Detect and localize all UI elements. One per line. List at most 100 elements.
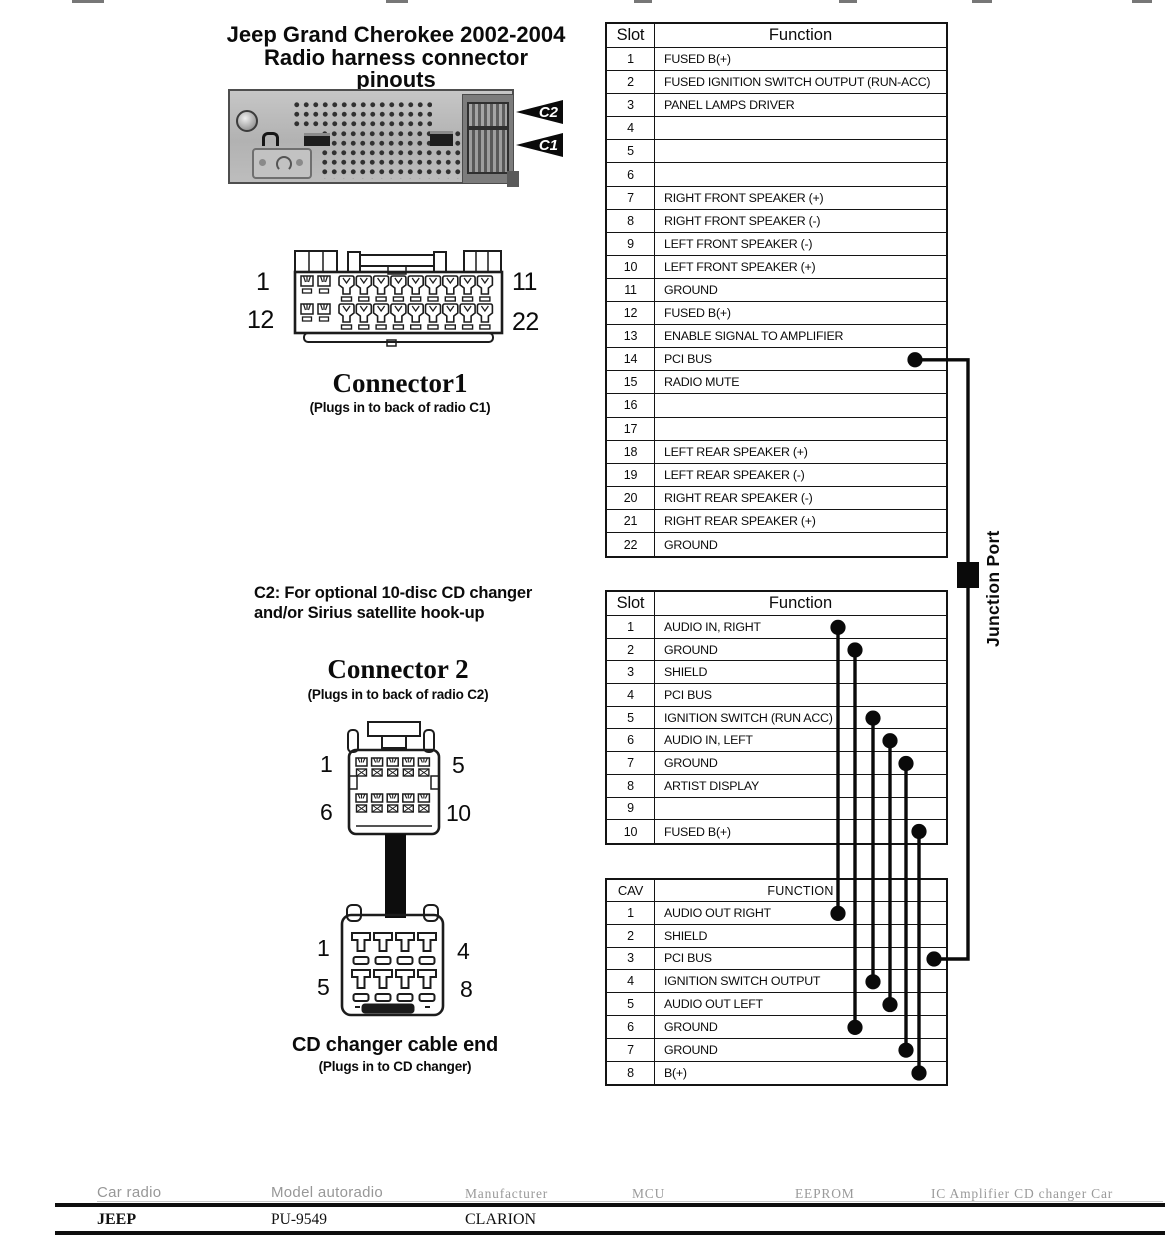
column-header: CAV — [607, 880, 655, 901]
slot-cell: 1 — [607, 616, 655, 638]
function-cell: FUSED B(+) — [664, 306, 731, 321]
connector2-caption: (Plugs in to back of radio C2) — [307, 687, 489, 702]
conn1-pin22-label: 22 — [512, 308, 539, 336]
conn1-pin1-label: 1 — [256, 268, 270, 296]
slot-cell: 15 — [607, 371, 655, 394]
page-title: Jeep Grand Cherokee 2002-2004 Radio harn… — [222, 23, 570, 92]
slot-cell: 8 — [607, 1061, 655, 1085]
plate-screw — [296, 159, 303, 166]
table-row: 9 — [607, 797, 946, 821]
page-edge-artifact — [72, 0, 104, 3]
connector2-drawing — [340, 716, 452, 838]
function-cell: IGNITION SWITCH OUTPUT — [664, 974, 821, 989]
function-cell: FUSED IGNITION SWITCH OUTPUT (RUN-ACC) — [664, 75, 931, 90]
connector-c1-socket — [467, 128, 509, 174]
function-cell — [655, 163, 946, 185]
table-row: 15 RADIO MUTE — [607, 371, 946, 395]
col-header-mcu: MCU — [632, 1186, 666, 1201]
function-cell: GROUND — [664, 1019, 718, 1034]
table-row: 4 — [607, 117, 946, 141]
slot-cell: 16 — [607, 394, 655, 417]
col-header-model: Model autoradio — [271, 1184, 384, 1201]
bottom-rule-thick — [55, 1231, 1165, 1235]
function-cell: LEFT FRONT SPEAKER (+) — [664, 259, 816, 274]
value-car-radio: JEEP — [97, 1211, 137, 1228]
value-manufacturer: CLARION — [465, 1211, 537, 1228]
table-row: 1 AUDIO OUT RIGHT — [607, 902, 946, 925]
slot-cell: 5 — [607, 993, 655, 1015]
column-header: FUNCTION — [767, 883, 834, 898]
slot-cell: 3 — [607, 94, 655, 117]
slot-cell: 7 — [607, 1038, 655, 1061]
conn2-pin6-label: 6 — [320, 799, 333, 825]
function-cell: AUDIO IN, RIGHT — [664, 619, 761, 634]
slot-cell: 4 — [607, 117, 655, 140]
c1-arrow-label: C1 — [516, 133, 563, 157]
function-cell — [655, 140, 946, 162]
page-edge-artifact — [839, 0, 857, 3]
connector1-title: Connector1 — [332, 368, 468, 398]
slot-cell: 8 — [607, 774, 655, 797]
connector1-drawing — [288, 246, 516, 350]
plate-arrow — [276, 156, 292, 172]
slot-cell: 17 — [607, 417, 655, 440]
chassis-mark — [262, 132, 279, 146]
c2-note-line2: and/or Sirius satellite hook-up — [254, 603, 485, 622]
conn1-pin11-label: 11 — [512, 268, 537, 296]
vent-holes — [292, 100, 432, 130]
slot-cell: 8 — [607, 209, 655, 232]
table-row: 17 — [607, 417, 946, 441]
function-cell: ARTIST DISPLAY — [664, 778, 759, 793]
slot-cell: 14 — [607, 348, 655, 371]
slot-cell: 1 — [607, 902, 655, 924]
slot-cell: 6 — [607, 1015, 655, 1038]
slot-cell: 4 — [607, 684, 655, 706]
function-cell — [655, 798, 946, 820]
c1-arrow-text: C1 — [538, 136, 558, 154]
function-cell: AUDIO OUT RIGHT — [664, 905, 771, 920]
function-cell: RADIO MUTE — [664, 375, 740, 390]
c2-note-line1: C2: For optional 10-disc CD changer — [254, 584, 533, 602]
cd-changer-end-title: CD changer cable end — [291, 1034, 499, 1056]
function-cell: SHIELD — [664, 928, 708, 943]
function-cell: ENABLE SIGNAL TO AMPLIFIER — [664, 329, 844, 344]
slot-cell: 7 — [607, 186, 655, 209]
slot-cell: 20 — [607, 486, 655, 509]
col-header-ic-amplifier: IC Amplifier CD changer Car — [931, 1186, 1114, 1201]
function-cell: AUDIO OUT LEFT — [664, 997, 763, 1012]
page-edge-artifact — [634, 0, 652, 3]
cdend-pin1-label: 1 — [317, 935, 330, 961]
c2-arrow-text: C2 — [538, 103, 558, 121]
header-rule-thin — [97, 1201, 1163, 1202]
model-info-table: Car radio Model autoradio Manufacturer M… — [0, 1178, 1170, 1248]
slot-cell: 2 — [607, 638, 655, 661]
plate-screw — [259, 159, 266, 166]
slot-cell: 3 — [607, 661, 655, 684]
conn2-pin1-label: 1 — [320, 751, 333, 777]
connector-c2-socket — [467, 102, 509, 128]
function-cell: FUSED B(+) — [664, 52, 731, 67]
function-cell: RIGHT REAR SPEAKER (+) — [664, 513, 816, 528]
function-cell: FUSED B(+) — [664, 824, 731, 839]
header-rule-thick — [55, 1203, 1165, 1207]
function-cell: GROUND — [664, 755, 718, 770]
c2-arrow-label: C2 — [516, 100, 563, 124]
slot-cell: 6 — [607, 163, 655, 186]
socket — [304, 133, 330, 146]
